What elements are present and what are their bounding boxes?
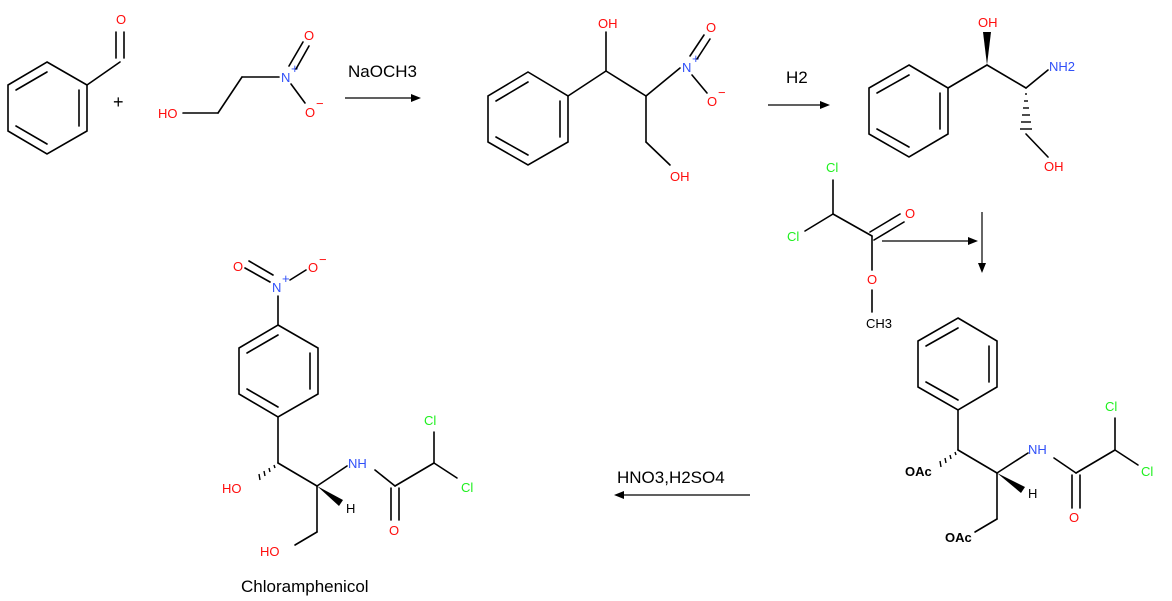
atom-ho: HO	[260, 544, 280, 559]
atom-ho: HO	[158, 106, 178, 121]
atom-ch3: CH3	[866, 316, 892, 331]
chloramphenicol: O N + O − HO NH H HO O Cl	[222, 252, 473, 559]
atom-nh2: NH2	[1049, 59, 1075, 74]
atom-nh: NH	[1028, 442, 1047, 457]
atom-o: O	[707, 94, 717, 109]
atom-oh: OH	[1044, 159, 1064, 174]
nitroethanol: HO N + O O −	[158, 28, 324, 121]
atom-o: O	[706, 20, 716, 35]
atom-cl: Cl	[826, 160, 838, 175]
atom-ho: HO	[222, 481, 242, 496]
atom-o: O	[233, 259, 243, 274]
atom-oac: OAc	[905, 464, 932, 479]
atom-cl: Cl	[1105, 399, 1117, 414]
atom-oac: OAc	[945, 530, 972, 545]
atom-n: N	[272, 280, 281, 295]
atom-oh: OH	[598, 16, 618, 31]
atom-n: N	[281, 70, 290, 85]
atom-cl: Cl	[787, 229, 799, 244]
nitro-diol-intermediate: OH N + O O − OH	[487, 16, 726, 184]
atom-cl: Cl	[424, 413, 436, 428]
benzaldehyde: O	[7, 12, 126, 155]
atom-oh: OH	[670, 169, 690, 184]
charge-minus: −	[718, 85, 726, 100]
atom-o: O	[116, 12, 126, 27]
atom-nh: NH	[348, 456, 367, 471]
atom-o: O	[867, 272, 877, 287]
atom-cl: Cl	[1141, 464, 1153, 479]
atom-o: O	[304, 28, 314, 43]
atom-o: O	[1069, 510, 1079, 525]
charge-plus: +	[692, 51, 700, 66]
reagent-h2: H2	[786, 68, 808, 87]
charge-plus: +	[282, 271, 290, 286]
atom-h: H	[1028, 486, 1037, 501]
charge-minus: −	[319, 252, 327, 267]
atom-h: H	[346, 501, 355, 516]
charge-plus: +	[291, 61, 299, 76]
product-name: Chloramphenicol	[241, 577, 369, 596]
reagent-naoch3: NaOCH3	[348, 62, 417, 81]
atom-n: N	[682, 60, 691, 75]
atom-o: O	[389, 523, 399, 538]
atom-cl: Cl	[461, 480, 473, 495]
reagent-hno3-h2so4: HNO3,H2SO4	[617, 468, 725, 487]
atom-oh: OH	[978, 15, 998, 30]
diacetate-amide-intermediate: OAc NH H OAc O Cl Cl	[905, 317, 1153, 545]
atom-o: O	[308, 260, 318, 275]
atom-o: O	[905, 206, 915, 221]
amino-diol-intermediate: OH NH2 OH	[868, 15, 1075, 174]
methyl-dichloroacetate: Cl Cl O O CH3	[787, 160, 915, 331]
plus-sign: +	[113, 92, 124, 112]
charge-minus: −	[316, 96, 324, 111]
atom-o: O	[305, 105, 315, 120]
